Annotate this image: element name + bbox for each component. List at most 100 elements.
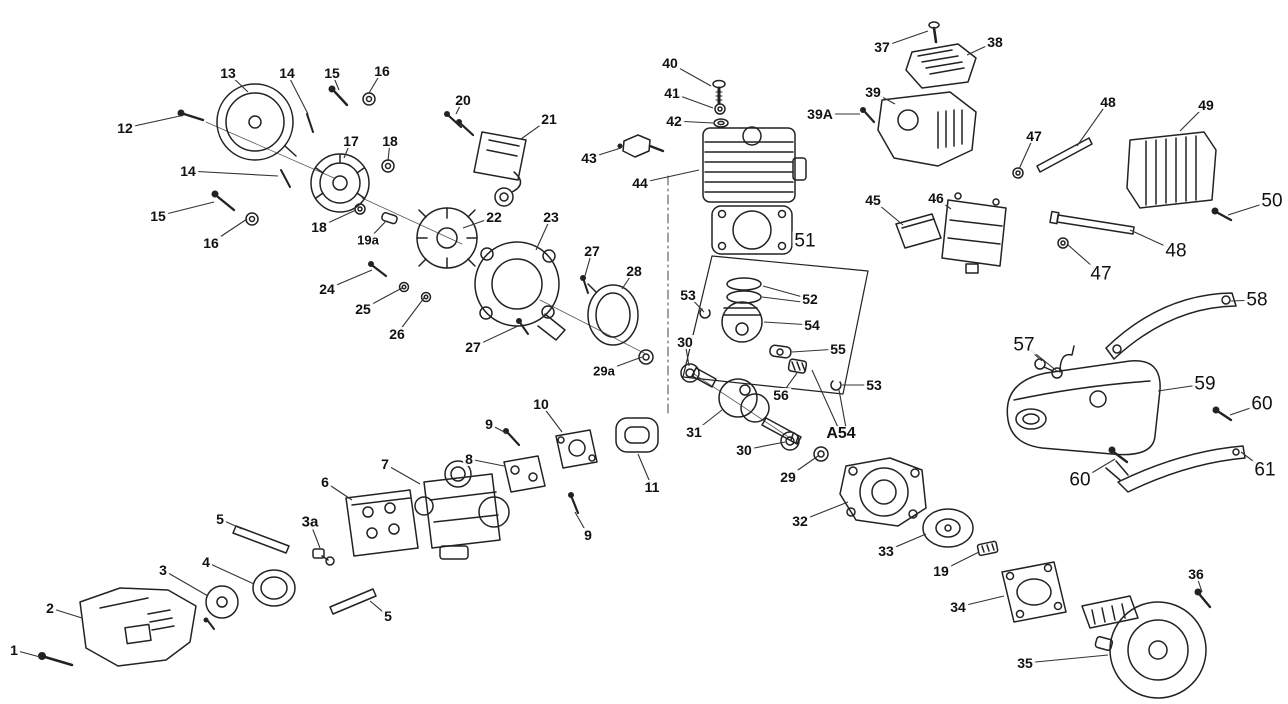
- part-label-18-23: 18: [380, 133, 400, 149]
- part-label-29a-36: 29a: [591, 363, 617, 379]
- leader-line-35-45: [1024, 654, 1109, 664]
- part-label-21-27: 21: [539, 111, 559, 127]
- part-label-60-76: 60: [1067, 469, 1093, 491]
- part-label-30-37: 30: [675, 334, 695, 350]
- part-label-57-72: 57: [1011, 334, 1037, 356]
- cylinder-44-drawing: [702, 126, 807, 203]
- part-label-51-64: 51: [792, 230, 818, 252]
- cylinder-gasket-51-drawing: [711, 205, 793, 255]
- screw-12-drawing: [177, 109, 205, 122]
- part-label-38-48: 38: [985, 34, 1005, 50]
- air-cleaner-cover-38-drawing: [905, 43, 977, 89]
- piston-rings-52-drawing: [726, 277, 762, 304]
- washer-25-drawing: [398, 281, 410, 293]
- part-label-2-1: 2: [44, 600, 56, 616]
- screw-37-drawing: [928, 21, 940, 44]
- part-label-17-22: 17: [341, 133, 361, 149]
- screw-9b-drawing: [568, 492, 580, 515]
- washer-47b-drawing: [1057, 237, 1069, 249]
- part-label-35-45: 35: [1015, 655, 1035, 671]
- part-label-46-57: 46: [926, 190, 946, 206]
- plate-3-drawing: [203, 585, 239, 630]
- part-label-15-19: 15: [148, 208, 168, 224]
- washer-16b-drawing: [245, 212, 259, 226]
- engine-cover-2-drawing: [79, 587, 197, 667]
- bolt-48a-drawing: [1036, 137, 1093, 173]
- gasket-34-drawing: [1001, 561, 1067, 623]
- part-label-33-42: 33: [876, 543, 896, 559]
- gasket-11-drawing: [615, 417, 659, 453]
- gasket-8-drawing: [503, 455, 546, 493]
- leader-line-44-55: [639, 169, 700, 184]
- part-label-45-56: 45: [863, 192, 883, 208]
- part-label-54-67: 54: [802, 317, 822, 333]
- clip-3a-drawing: [312, 548, 335, 566]
- part-label-34-44: 34: [948, 599, 968, 615]
- part-label-52-65: 52: [800, 291, 820, 307]
- screw-50-drawing: [1211, 207, 1233, 222]
- part-label-9-11: 9: [582, 527, 594, 543]
- plate-45-drawing: [895, 213, 942, 249]
- extra-leader-line-0: [761, 296, 803, 303]
- part-label-11-13: 11: [642, 479, 662, 495]
- leader-line-4-3: [205, 561, 255, 585]
- long-screw-5b-drawing: [329, 588, 377, 615]
- part-label-10-12: 10: [531, 396, 551, 412]
- part-label-9-10: 9: [483, 416, 495, 432]
- part-label-16-20: 16: [372, 63, 392, 79]
- part-label-39A-50: 39A: [805, 106, 835, 122]
- part-label-8-9: 8: [463, 451, 475, 467]
- part-label-19a-25: 19a: [355, 232, 381, 248]
- key-19a-drawing: [381, 212, 398, 225]
- air-filter-cover-13-drawing: [216, 83, 297, 161]
- part-label-3a-4: 3a: [299, 513, 321, 531]
- gasket-10-drawing: [555, 429, 598, 469]
- spark-plug-43-drawing: [617, 134, 665, 158]
- bolt-48b-drawing: [1049, 210, 1135, 235]
- screws-20-drawing: [444, 111, 475, 137]
- circlip-53b-drawing: [830, 380, 842, 391]
- piston-pin-55-drawing: [769, 344, 792, 359]
- part-label-16-21: 16: [201, 235, 221, 251]
- part-label-32-41: 32: [790, 513, 810, 529]
- circlip-53a-drawing: [699, 308, 711, 319]
- screw-15a-drawing: [328, 85, 349, 107]
- part-label-27-33: 27: [582, 243, 602, 259]
- part-label-48-62: 48: [1163, 240, 1189, 262]
- screw-60b-drawing: [1108, 446, 1129, 464]
- clutch-drum-33-drawing: [922, 508, 974, 548]
- part-label-5-6: 5: [382, 608, 394, 624]
- part-label-5-5: 5: [214, 511, 226, 527]
- crankshaft-31-drawing: [691, 367, 802, 445]
- part-label-47-58: 47: [1024, 128, 1044, 144]
- part-label-23-29: 23: [541, 209, 561, 225]
- part-label-27-34: 27: [463, 339, 483, 355]
- part-label-58-73: 58: [1244, 289, 1270, 311]
- leader-line-14-17: [187, 170, 279, 177]
- part-label-26-32: 26: [387, 326, 407, 342]
- part-label-37-47: 37: [872, 39, 892, 55]
- part-label-60-75: 60: [1249, 393, 1275, 415]
- crankcase-gasket-28-drawing: [587, 283, 639, 346]
- screw-15b-drawing: [211, 190, 236, 212]
- part-label-4-3: 4: [200, 554, 212, 570]
- part-label-12-14: 12: [115, 120, 135, 136]
- part-label-56-70: 56: [771, 387, 791, 403]
- part-label-14-17: 14: [178, 163, 198, 179]
- guard-61-drawing: [1105, 445, 1246, 493]
- muffler-cover-49-drawing: [1126, 131, 1217, 209]
- fuel-tank-59-drawing: [1006, 345, 1161, 456]
- screw-27a-drawing: [580, 275, 589, 294]
- part-label-50-61: 50: [1259, 190, 1285, 212]
- part-label-13-15: 13: [218, 65, 238, 81]
- part-label-42-53: 42: [664, 113, 684, 129]
- collar-29a-drawing: [638, 349, 654, 365]
- long-screw-5a-drawing: [232, 525, 290, 554]
- part-label-55-68: 55: [828, 341, 848, 357]
- part-label-31-38: 31: [684, 424, 704, 440]
- magneto-rotor-22-drawing: [416, 207, 478, 269]
- bracket-58-drawing: [1105, 292, 1237, 360]
- extra-leader-line-1: [838, 389, 847, 429]
